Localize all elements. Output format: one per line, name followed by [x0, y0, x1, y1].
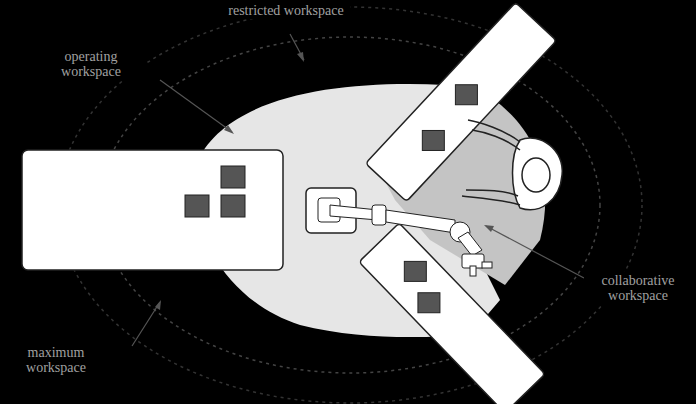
leader-lines [132, 34, 584, 346]
leader-arrowheads [155, 52, 494, 310]
lower-right-table [359, 223, 545, 404]
part-block [221, 166, 245, 188]
part-block [185, 195, 209, 217]
workspace-label: restricted workspace [222, 2, 350, 19]
workspace-label: maximum workspace [4, 344, 108, 376]
human-operator [462, 120, 562, 210]
workspace-label: operating workspace [36, 48, 146, 80]
part-block [221, 195, 245, 217]
robot-arm [306, 188, 492, 276]
upper-right-table [366, 2, 557, 201]
left-table [22, 150, 283, 270]
workspace-label: collaborative workspace [584, 272, 692, 304]
